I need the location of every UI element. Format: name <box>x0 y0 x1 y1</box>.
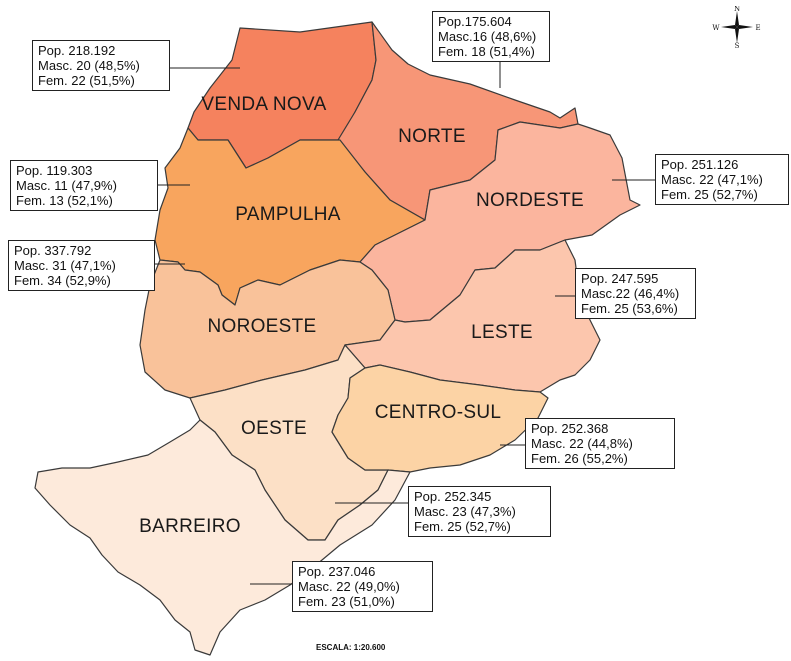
masc-value: Masc. 23 (47,3%) <box>414 504 516 519</box>
region-label-venda-nova: VENDA NOVA <box>201 94 326 115</box>
masc-value: Masc.22 (46,4%) <box>581 286 680 301</box>
masc-value: Masc. 22 (44,8%) <box>531 436 633 451</box>
info-box-noroeste: Pop. 337.792 Masc. 31 (47,1%) Fem. 34 (5… <box>8 240 155 291</box>
compass-rose-icon: N S W E <box>712 6 760 48</box>
fem-value: Fem. 18 (51,4%) <box>438 44 535 59</box>
masc-value: Masc. 11 (47,9%) <box>16 178 117 193</box>
pop-value: Pop.175.604 <box>438 14 512 29</box>
info-box-norte: Pop.175.604 Masc.16 (48,6%) Fem. 18 (51,… <box>432 11 550 62</box>
region-label-oeste: OESTE <box>241 418 307 439</box>
compass-west-label: W <box>712 24 720 32</box>
info-box-leste: Pop. 247.595 Masc.22 (46,4%) Fem. 25 (53… <box>575 268 696 319</box>
fem-value: Fem. 22 (51,5%) <box>38 73 135 88</box>
masc-value: Masc. 31 (47,1%) <box>14 258 116 273</box>
masc-value: Masc. 22 (47,1%) <box>661 172 763 187</box>
pop-value: Pop. 252.345 <box>414 489 492 504</box>
region-noroeste[interactable] <box>139 259 396 399</box>
fem-value: Fem. 26 (55,2%) <box>531 451 628 466</box>
compass-east-label: E <box>755 24 760 32</box>
info-box-venda-nova: Pop. 218.192 Masc. 20 (48,5%) Fem. 22 (5… <box>32 40 170 91</box>
info-box-pampulha: Pop. 119.303 Masc. 11 (47,9%) Fem. 13 (5… <box>10 160 158 211</box>
fem-value: Fem. 25 (52,7%) <box>661 187 758 202</box>
fem-value: Fem. 23 (51,0%) <box>298 594 395 609</box>
pop-value: Pop. 247.595 <box>581 271 659 286</box>
pop-value: Pop. 251.126 <box>661 157 739 172</box>
fem-value: Fem. 25 (52,7%) <box>414 519 511 534</box>
fem-value: Fem. 13 (52,1%) <box>16 193 113 208</box>
pop-value: Pop. 252.368 <box>531 421 609 436</box>
masc-value: Masc. 20 (48,5%) <box>38 58 140 73</box>
pop-value: Pop. 119.303 <box>16 163 93 178</box>
compass-south-label: S <box>735 42 740 48</box>
compass-north-label: N <box>734 6 740 13</box>
fem-value: Fem. 34 (52,9%) <box>14 273 111 288</box>
info-box-oeste: Pop. 252.345 Masc. 23 (47,3%) Fem. 25 (5… <box>408 486 551 537</box>
region-label-centro-sul: CENTRO-SUL <box>375 402 502 423</box>
scale-label: ESCALA: 1:20.600 <box>316 643 386 652</box>
pop-value: Pop. 237.046 <box>298 564 376 579</box>
pop-value: Pop. 337.792 <box>14 243 92 258</box>
masc-value: Masc.16 (48,6%) <box>438 29 537 44</box>
masc-value: Masc. 22 (49,0%) <box>298 579 400 594</box>
region-label-leste: LESTE <box>471 322 533 343</box>
info-box-barreiro: Pop. 237.046 Masc. 22 (49,0%) Fem. 23 (5… <box>292 561 433 612</box>
region-label-pampulha: PAMPULHA <box>235 204 341 225</box>
region-barreiro[interactable] <box>34 419 411 656</box>
info-box-centro-sul: Pop. 252.368 Masc. 22 (44,8%) Fem. 26 (5… <box>525 418 675 469</box>
region-label-barreiro: BARREIRO <box>139 516 241 537</box>
region-label-noroeste: NOROESTE <box>207 316 316 337</box>
fem-value: Fem. 25 (53,6%) <box>581 301 678 316</box>
region-label-norte: NORTE <box>398 126 466 147</box>
info-box-nordeste: Pop. 251.126 Masc. 22 (47,1%) Fem. 25 (5… <box>655 154 789 205</box>
pop-value: Pop. 218.192 <box>38 43 116 58</box>
region-centro-sul[interactable] <box>331 364 549 473</box>
region-label-nordeste: NORDESTE <box>476 190 584 211</box>
